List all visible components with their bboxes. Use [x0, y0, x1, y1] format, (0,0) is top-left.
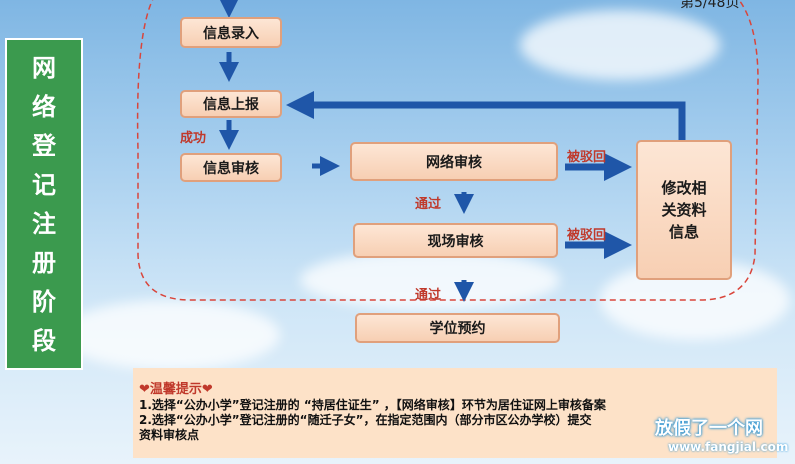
step-modify-info: 修改相 关资料 信息 [636, 140, 732, 280]
label-pass: 通过 [415, 288, 442, 303]
step-online-review: 网络审核 [350, 142, 558, 181]
page-number: 第5/48页 [680, 0, 740, 11]
step-info-report: 信息上报 [180, 90, 282, 118]
label-rejected: 被驳回 [567, 228, 607, 243]
label-success: 成功 [180, 131, 207, 146]
stage-title-char: 记 [32, 170, 56, 199]
modify-info-line: 关资料 [661, 201, 707, 219]
modify-info-line: 修改相 [661, 179, 707, 197]
step-seat-reservation: 学位预约 [355, 313, 560, 343]
stage-title-char: 阶 [32, 287, 56, 316]
stage-title-char: 段 [32, 326, 56, 355]
step-info-entry: 信息录入 [180, 17, 282, 48]
step-info-review: 信息审核 [180, 153, 282, 182]
dashed-boundary [136, 0, 759, 301]
tips-line: 资料审核点 [139, 428, 200, 442]
modify-info-line: 信息 [668, 223, 699, 241]
watermark-brand: 放假了一个网 [655, 418, 763, 439]
arrow-return [286, 91, 686, 140]
watermark-url: www.fangjial.com [668, 440, 789, 454]
stage-title-char: 注 [32, 209, 56, 238]
cloud-decoration [520, 10, 720, 80]
tips-line: 2.选择“公办小学”登记注册的“随迁子女”，在指定范围内（部分市区公办学校）提交 [139, 413, 592, 427]
stage-title-char: 册 [32, 248, 56, 277]
tips-title: ❤温馨提示❤ [139, 382, 213, 397]
label-pass: 通过 [415, 197, 442, 212]
tips-line: 1.选择“公办小学”登记注册的 “持居住证生” ，【网络审核】环节为居住证网上审… [139, 398, 606, 412]
tips-panel: ❤温馨提示❤ 1.选择“公办小学”登记注册的 “持居住证生” ，【网络审核】环节… [133, 368, 777, 458]
stage-title: 网 络 登 记 注 册 阶 段 [5, 38, 83, 370]
stage-title-char: 登 [32, 131, 56, 160]
label-rejected: 被驳回 [567, 150, 607, 165]
stage-title-char: 络 [32, 92, 56, 121]
step-onsite-review: 现场审核 [353, 223, 558, 258]
stage-title-char: 网 [32, 53, 56, 82]
cloud-decoration [60, 300, 280, 370]
